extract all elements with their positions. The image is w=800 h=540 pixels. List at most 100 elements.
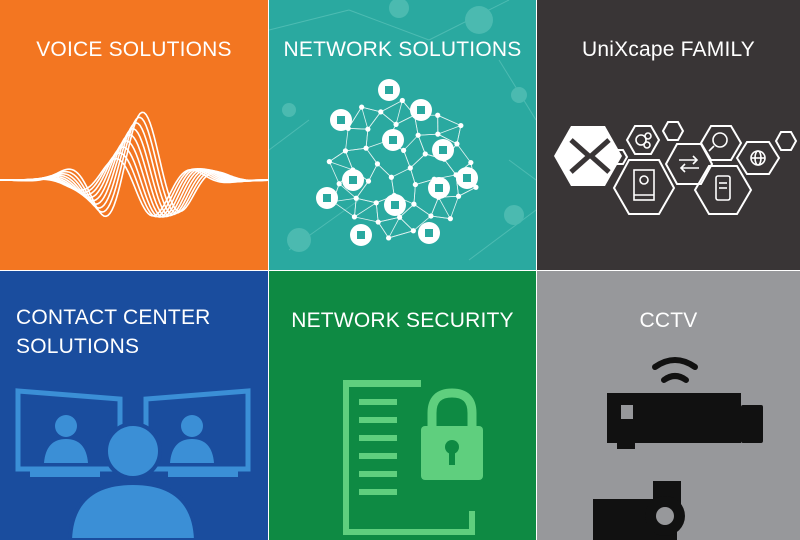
network-link bbox=[365, 129, 369, 149]
network-link bbox=[443, 158, 457, 176]
tile-contact-center-solutions[interactable]: CONTACT CENTER SOLUTIONS bbox=[0, 271, 268, 540]
network-node bbox=[422, 151, 428, 157]
network-link bbox=[438, 197, 451, 219]
tile-network-security[interactable]: NETWORK SECURITY bbox=[269, 271, 536, 540]
network-link bbox=[430, 197, 439, 217]
tile-title: CCTV bbox=[639, 309, 698, 332]
network-node bbox=[326, 159, 332, 165]
network-link bbox=[378, 216, 400, 223]
sound-wave-line bbox=[0, 116, 268, 214]
network-link bbox=[388, 217, 400, 239]
network-link bbox=[328, 161, 340, 184]
network-node bbox=[342, 148, 349, 154]
network-link bbox=[418, 133, 438, 136]
network-link bbox=[345, 128, 349, 151]
network-globe-icon bbox=[316, 79, 478, 246]
network-link bbox=[388, 230, 414, 239]
contact-center-agents-icon bbox=[15, 388, 251, 540]
document-padlock-icon bbox=[343, 380, 483, 535]
sound-wave-line bbox=[0, 111, 268, 218]
network-link bbox=[354, 202, 377, 218]
network-link bbox=[403, 150, 411, 169]
network-link bbox=[417, 135, 426, 155]
network-node bbox=[468, 159, 474, 166]
network-link bbox=[361, 106, 369, 130]
sound-wave-line bbox=[0, 157, 268, 217]
tile-network-solutions[interactable]: NETWORK SOLUTIONS bbox=[269, 0, 536, 270]
network-link bbox=[375, 202, 379, 223]
tile-title: UniXcape FAMILY bbox=[581, 38, 756, 61]
network-node bbox=[378, 109, 384, 115]
network-link bbox=[413, 203, 432, 217]
network-link bbox=[345, 150, 354, 171]
network-link bbox=[377, 221, 389, 239]
network-service-glyph bbox=[385, 86, 393, 94]
network-link bbox=[354, 198, 357, 217]
network-node bbox=[336, 181, 342, 187]
network-node bbox=[365, 126, 371, 132]
network-link bbox=[348, 128, 368, 130]
network-link bbox=[456, 125, 462, 144]
network-link bbox=[430, 215, 451, 220]
network-link bbox=[437, 133, 458, 145]
network-link bbox=[456, 143, 472, 163]
network-service-glyph bbox=[463, 174, 471, 182]
network-service-glyph bbox=[337, 116, 345, 124]
network-node bbox=[454, 141, 460, 147]
network-link bbox=[329, 161, 353, 171]
tile-voice-solutions[interactable]: VOICE SOLUTIONS bbox=[0, 0, 268, 270]
tile-title: CONTACT CENTER SOLUTIONS bbox=[16, 303, 268, 361]
network-link bbox=[367, 111, 382, 130]
network-background bbox=[269, 0, 536, 261]
network-link bbox=[377, 163, 392, 178]
tile-unixcape-family[interactable]: UniXcape FAMILY bbox=[537, 0, 800, 270]
network-node bbox=[415, 132, 421, 138]
network-link bbox=[380, 100, 403, 113]
network-link bbox=[395, 100, 403, 125]
network-link bbox=[356, 197, 377, 204]
network-link bbox=[361, 106, 381, 113]
tile-cctv[interactable]: CCTV bbox=[537, 271, 800, 540]
network-link bbox=[413, 215, 432, 232]
network-node bbox=[386, 235, 392, 241]
network-node bbox=[435, 131, 441, 137]
network-node bbox=[399, 97, 405, 104]
network-link bbox=[410, 153, 426, 169]
network-link bbox=[345, 147, 367, 152]
network-link bbox=[395, 114, 415, 125]
network-link bbox=[413, 184, 416, 205]
network-link bbox=[355, 180, 369, 199]
tile-title-line-2: SOLUTIONS bbox=[16, 335, 140, 358]
network-link bbox=[409, 167, 416, 185]
network-node bbox=[393, 121, 399, 127]
network-node bbox=[447, 216, 453, 222]
network-node bbox=[455, 193, 462, 199]
network-service-glyph bbox=[435, 184, 443, 192]
tile-title: NETWORK SOLUTIONS bbox=[283, 38, 522, 61]
network-link bbox=[368, 163, 378, 182]
network-link bbox=[458, 186, 477, 197]
network-link bbox=[354, 216, 379, 223]
network-link bbox=[437, 125, 462, 135]
network-service-glyph bbox=[323, 194, 331, 202]
network-node bbox=[373, 200, 379, 206]
network-node bbox=[363, 145, 369, 151]
network-node bbox=[359, 104, 365, 110]
network-service-glyph bbox=[389, 136, 397, 144]
network-node bbox=[397, 214, 403, 220]
network-node bbox=[411, 201, 417, 207]
network-node bbox=[365, 178, 372, 184]
network-service-glyph bbox=[425, 229, 433, 237]
network-link bbox=[403, 134, 419, 151]
network-link bbox=[415, 178, 435, 185]
network-link bbox=[399, 216, 414, 232]
network-link bbox=[391, 167, 411, 178]
network-node bbox=[374, 161, 381, 167]
sound-wave-icon bbox=[0, 111, 268, 218]
network-node bbox=[458, 122, 464, 129]
network-link bbox=[390, 177, 395, 196]
network-link bbox=[399, 203, 415, 218]
tile-title-line-1: CONTACT CENTER bbox=[16, 306, 211, 329]
network-node bbox=[353, 195, 359, 201]
